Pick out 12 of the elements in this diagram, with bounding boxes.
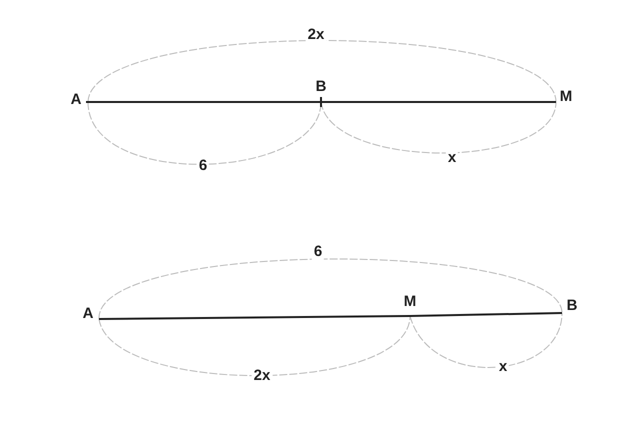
point-label: A xyxy=(70,92,82,108)
line-segment xyxy=(86,101,321,103)
point-label: M xyxy=(560,89,572,105)
point-label: B xyxy=(316,79,326,95)
line-segment xyxy=(410,312,562,317)
point-label: A xyxy=(82,306,94,322)
line-segment xyxy=(99,315,410,320)
length-label: 6 xyxy=(312,244,324,260)
point-label: M xyxy=(404,294,416,310)
length-label: 2x xyxy=(306,27,326,43)
point-label: B xyxy=(566,298,578,314)
line-segment xyxy=(321,101,556,103)
